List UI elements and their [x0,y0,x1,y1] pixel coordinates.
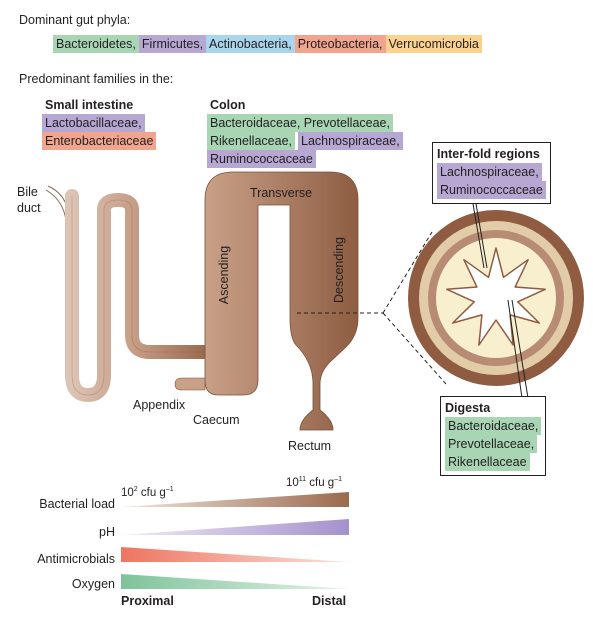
antimicrobials-label: Antimicrobials [37,552,115,566]
digesta-title: Digesta [445,401,491,415]
phyla-heading: Dominant gut phyla: [19,13,131,27]
family-ruminococcaceae: Ruminococcaceae [207,150,316,168]
bacterial-load-label: Bacterial load [39,497,115,511]
inter-fold-family-2: Ruminococcaceae [437,181,546,199]
phyla-actinobacteria: Actinobacteria, [206,35,295,53]
family-lachnospiraceae: Lachnospiraceae, [298,132,403,150]
proximal-label: Proximal [121,594,174,608]
oxygen-wedge [121,574,349,589]
phyla-verrucomicrobia: Verrucomicrobia [385,35,482,53]
bacterial-load-wedge [121,492,349,507]
oxygen-label: Oxygen [71,577,115,591]
transverse-label: Transverse [250,186,313,200]
colon [204,171,359,431]
digesta-family-3: Rikenellaceae [445,453,530,471]
bile-duct-label-2: duct [17,201,41,215]
family-lactobacillaceae: Lactobacillaceae, [42,114,145,132]
colon-title: Colon [210,98,246,112]
phyla-list: Bacteroidetes, Firmicutes, Actinobacteri… [53,35,482,53]
colon-families: Colon Bacteroidaceae, Prevotellaceae, Ri… [207,96,403,168]
low-load-label: 102 cfu g–1 [121,486,174,499]
digesta-pointer [511,299,529,399]
section-line-upper [382,231,433,314]
appendix [174,377,206,391]
digesta-callout: Digesta Bacteroidaceae, Prevotellaceae, … [440,396,547,476]
digesta-family-1: Bacteroidaceae, [445,417,542,435]
family-enterobacteriaceae: Enterobacteriaceae [42,132,157,150]
family-rikenellaceae: Rikenellaceae, [207,132,295,150]
small-intestine-families: Small intestine Lactobacillaceae, Entero… [42,96,157,150]
ph-label: pH [99,525,115,539]
appendix-label: Appendix [133,398,186,412]
section-line-lower [382,312,447,385]
lumen-star [446,247,546,346]
inter-fold-callout: Inter-fold regions Lachnospiraceae, Rumi… [432,142,551,204]
families-heading: Predominant families in the: [19,72,174,86]
small-intestine-title: Small intestine [45,98,134,112]
high-load-label: 1011 cfu g–1 [286,476,343,489]
inter-fold-pointer [474,197,488,269]
phyla-bacteroidetes: Bacteroidetes, [53,35,139,53]
rectum-label: Rectum [288,439,332,453]
small-intestine [65,189,212,402]
bile-duct-label-1: Bile [17,185,38,199]
colon-cross-section [408,210,584,386]
antimicrobials-wedge [121,547,349,562]
bile-duct-line-2 [45,189,67,221]
ascending-label: Ascending [217,245,231,305]
caecum-label: Caecum [193,413,240,427]
inter-fold-title: Inter-fold regions [437,147,540,161]
phyla-firmicutes: Firmicutes, [138,35,207,53]
phyla-proteobacteria: Proteobacteria, [294,35,386,53]
colon-family-line2: Rikenellaceae, Lachnospiraceae, [207,132,403,150]
colon-family-line1: Bacteroidaceae, Prevotellaceae, [207,114,393,132]
digesta-family-2: Prevotellaceae, [445,435,538,453]
distal-label: Distal [312,594,347,608]
ph-wedge [121,519,349,535]
descending-label: Descending [332,236,346,304]
inter-fold-family-1: Lachnospiraceae, [437,163,542,181]
